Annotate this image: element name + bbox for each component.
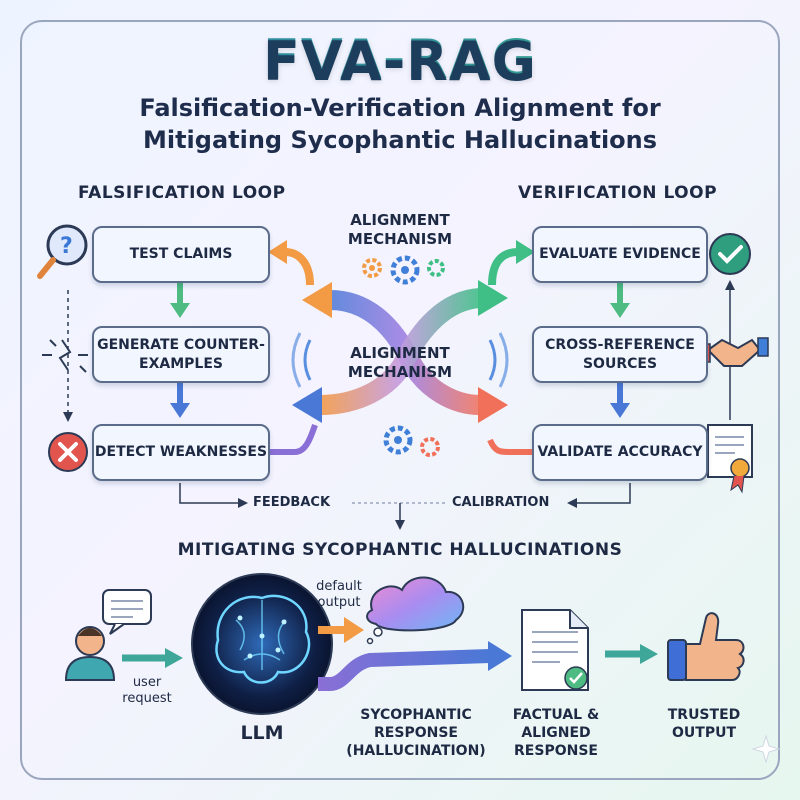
llm-label: LLM — [240, 722, 284, 744]
error-x-icon — [48, 432, 88, 472]
alignment-mechanism-center-label: ALIGNMENT MECHANISM — [347, 344, 453, 381]
test-claims-box: TEST CLAIMS — [92, 226, 270, 283]
mitigation-heading: MITIGATING SYCOPHANTIC HALLUCINATIONS — [177, 540, 623, 560]
page-title: FVA-RAG — [0, 28, 800, 91]
sycophantic-response-label: SYCOPHANTIC RESPONSE (HALLUCINATION) — [346, 707, 486, 759]
certificate-icon — [707, 424, 753, 494]
cloud-icon — [366, 576, 465, 645]
verification-loop-heading: VERIFICATION LOOP — [518, 183, 718, 203]
sparkle-icon — [751, 734, 781, 764]
handshake-icon — [699, 337, 769, 367]
user-icon — [64, 626, 116, 681]
thumbs-up-icon — [667, 612, 745, 681]
trusted-output-label: TRUSTED OUTPUT — [667, 707, 741, 741]
broken-link-icon — [42, 339, 88, 373]
falsification-loop-heading: FALSIFICATION LOOP — [78, 183, 286, 203]
svg-text:?: ? — [60, 234, 73, 259]
subtitle-line-2: Mitigating Sycophantic Hallucinations — [142, 126, 658, 154]
magnifier-question-icon: ? — [37, 224, 88, 279]
document-check-icon — [521, 609, 589, 691]
default-output-label: default output — [316, 579, 362, 610]
validate-accuracy-box: VALIDATE ACCURACY — [532, 424, 708, 481]
gear-icon — [362, 255, 445, 285]
gear-icon — [383, 425, 440, 457]
alignment-mechanism-top-label: ALIGNMENT MECHANISM — [347, 211, 453, 248]
subtitle-line-1: Falsification-Verification Alignment for — [139, 94, 661, 122]
chat-bubble-icon — [102, 589, 152, 635]
check-circle-icon — [709, 233, 751, 275]
user-request-label: user request — [122, 675, 172, 706]
cross-reference-sources-box: CROSS-REFERENCE SOURCES — [532, 326, 708, 383]
evaluate-evidence-box: EVALUATE EVIDENCE — [532, 226, 708, 283]
outer-frame — [20, 20, 780, 780]
detect-weaknesses-box: DETECT WEAKNESSES — [92, 424, 270, 481]
factual-aligned-response-label: FACTUAL & ALIGNED RESPONSE — [512, 707, 600, 759]
generate-counter-examples-box: GENERATE COUNTER-EXAMPLES — [92, 326, 270, 383]
feedback-label: FEEDBACK — [253, 495, 331, 510]
llm-brain-icon — [191, 573, 333, 715]
calibration-label: CALIBRATION — [452, 495, 550, 510]
